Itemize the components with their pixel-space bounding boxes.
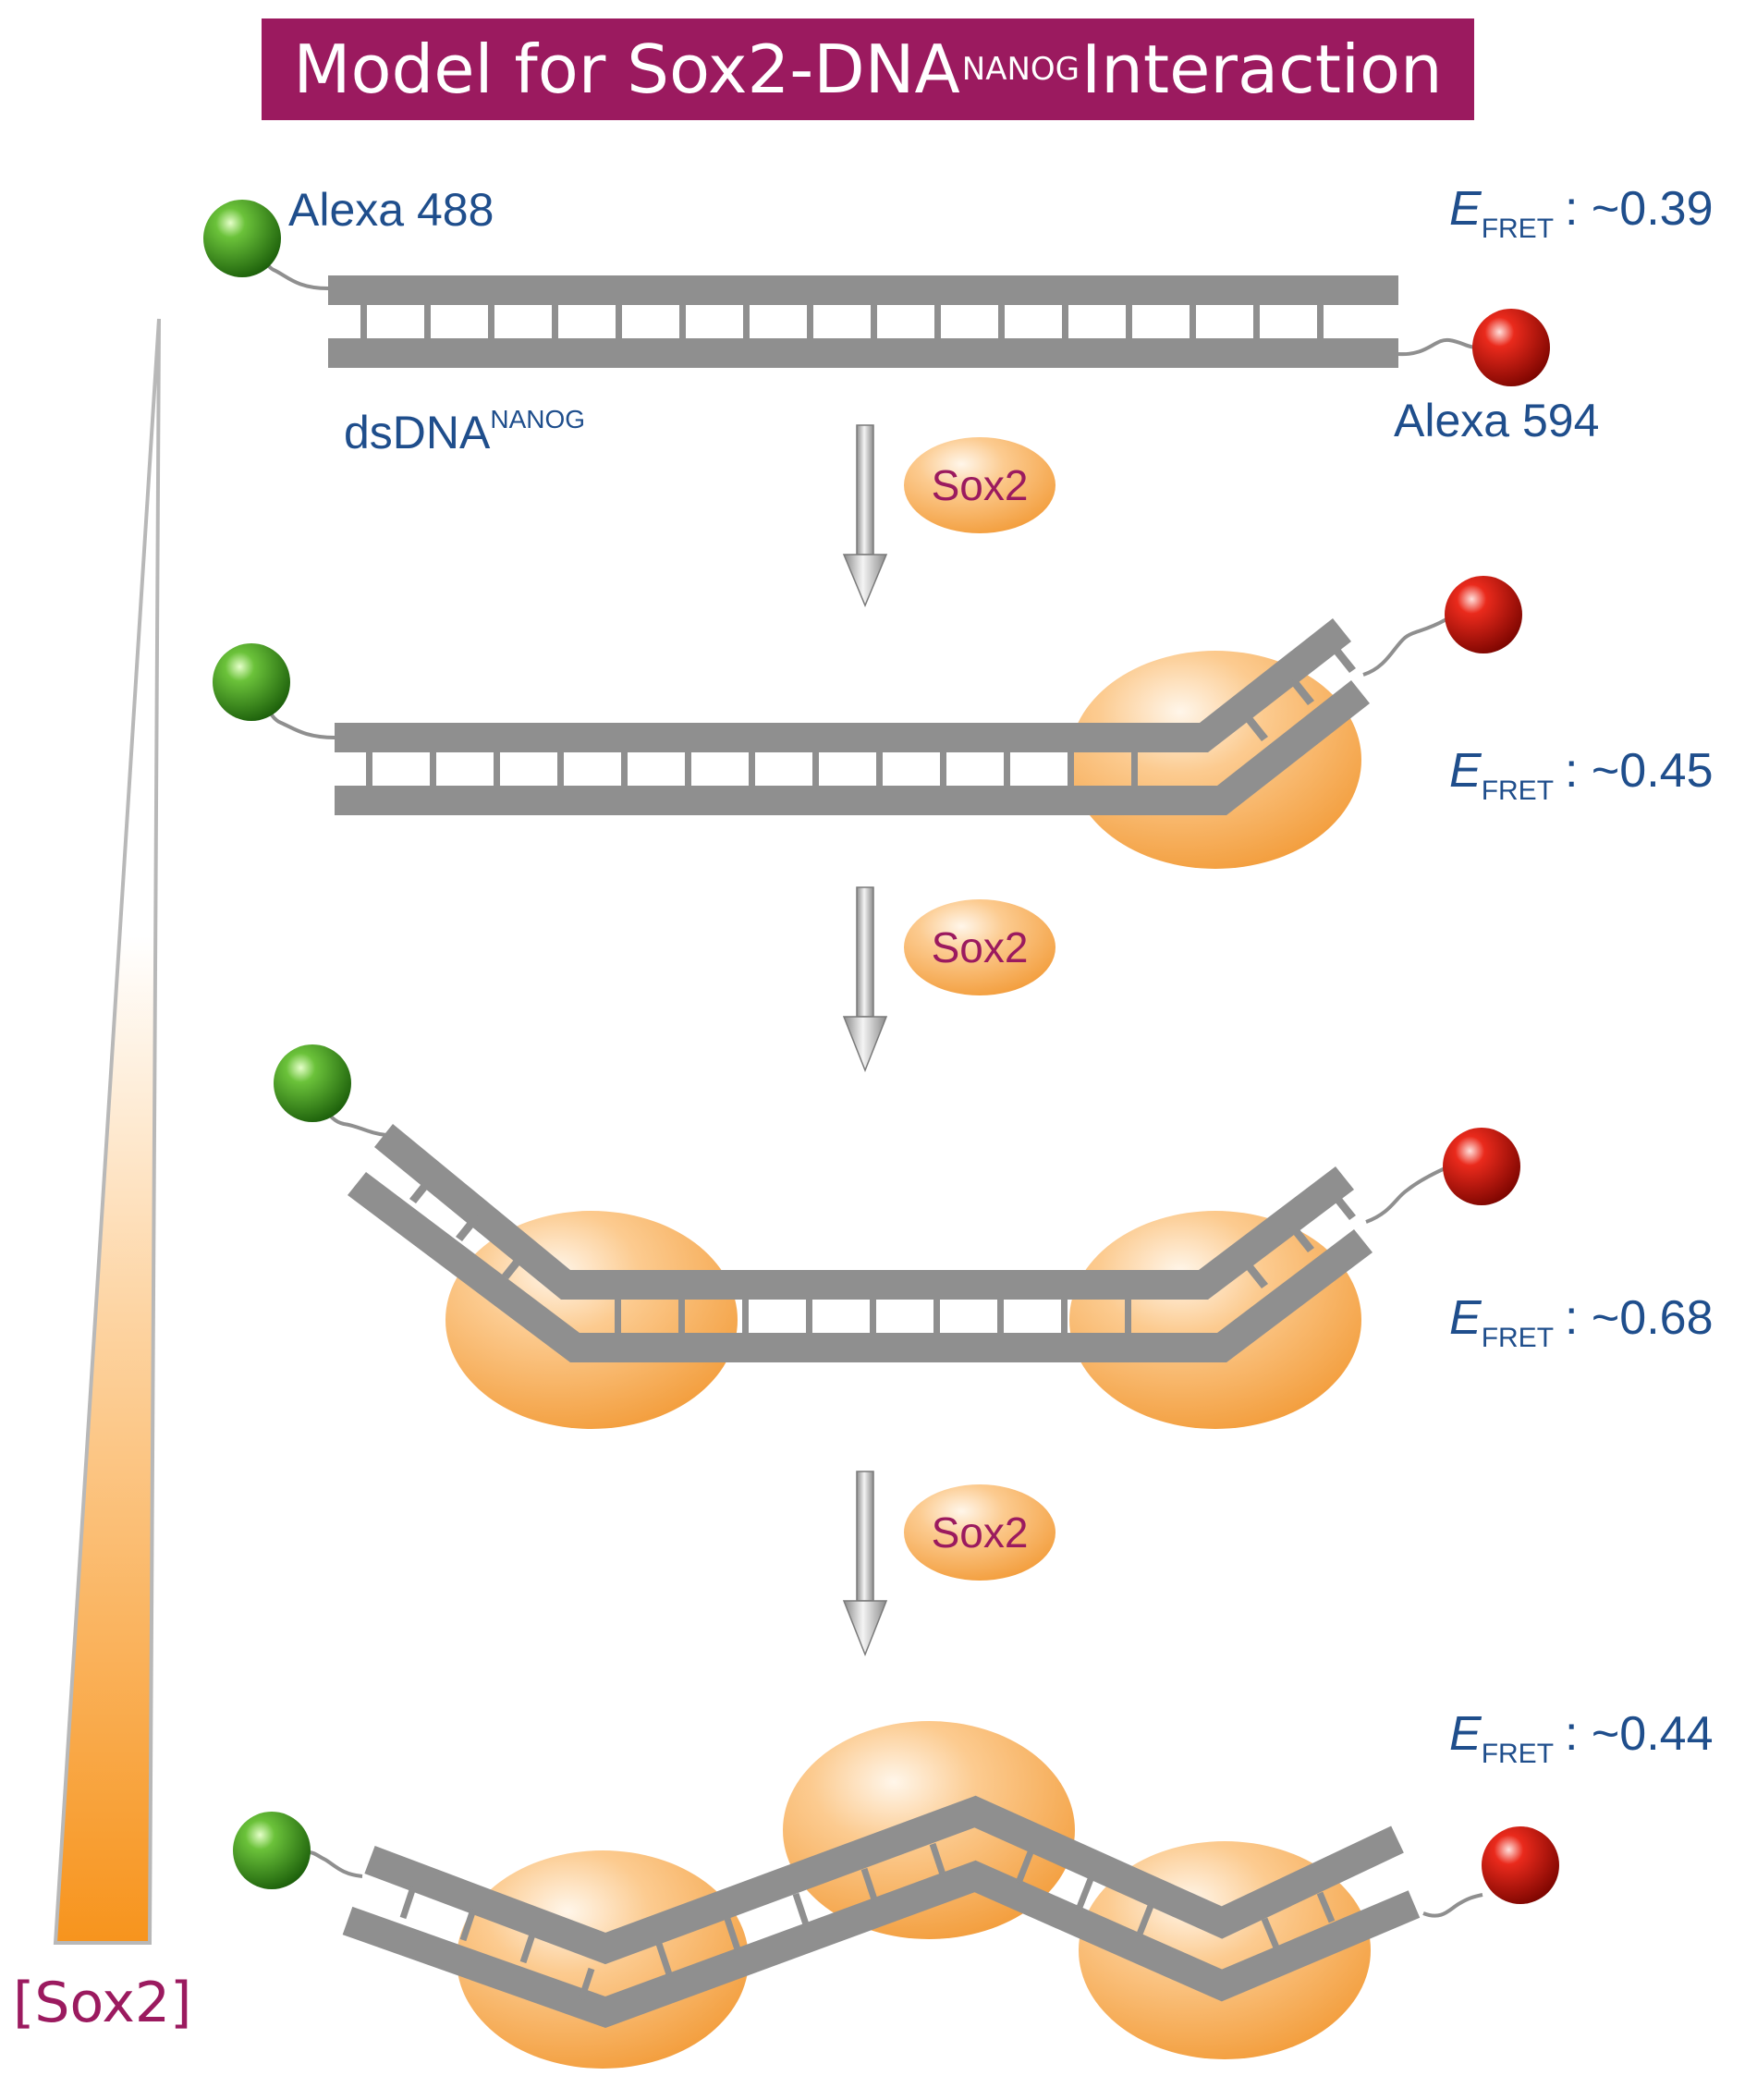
fret-subscript: FRET	[1481, 1739, 1555, 1769]
dna-strand-top	[364, 1795, 1404, 1965]
fret-readout-state-2: EFRET : ~0.45	[1449, 747, 1713, 805]
sox2-protein-left	[445, 1211, 738, 1429]
sox2-addition-1: Sox2	[904, 437, 1055, 533]
sox2-addition-2: Sox2	[904, 899, 1055, 995]
acceptor-fluorophore-red	[1482, 1826, 1559, 1904]
acceptor-linker	[1362, 617, 1447, 677]
acceptor-label: Alexa 594	[1394, 397, 1599, 444]
dna-base-pairs	[366, 645, 1356, 786]
dna-strand-bottom	[328, 338, 1398, 368]
sox2-label: Sox2	[932, 1508, 1029, 1557]
acceptor-fluorophore-red	[1472, 309, 1550, 386]
state-2-one-sox2-bound	[213, 576, 1522, 869]
concentration-gradient-wedge	[53, 318, 161, 1945]
dna-label-superscript: NANOG	[490, 405, 586, 433]
fret-value: : ~0.39	[1565, 182, 1714, 236]
fret-symbol: E	[1449, 1291, 1482, 1345]
fret-subscript: FRET	[1481, 214, 1555, 244]
state-4-three-sox2-bound	[233, 1721, 1559, 2069]
donor-fluorophore-green	[233, 1812, 311, 1889]
acceptor-fluorophore-red	[1445, 576, 1522, 653]
dna-strand-bottom	[342, 1860, 1421, 2029]
fret-subscript: FRET	[1481, 1323, 1555, 1353]
donor-fluorophore-green	[203, 200, 281, 277]
sox2-protein-icon	[904, 899, 1055, 995]
fret-readout-state-3: EFRET : ~0.68	[1449, 1294, 1713, 1352]
dna-duplex	[348, 1124, 1373, 1362]
fret-value: : ~0.44	[1565, 1707, 1714, 1761]
sox2-protein-icon	[904, 437, 1055, 533]
sox2-addition-3: Sox2	[904, 1484, 1055, 1581]
fret-symbol: E	[1449, 1707, 1482, 1761]
fret-readout-state-4: EFRET : ~0.44	[1449, 1710, 1713, 1768]
fret-symbol: E	[1449, 182, 1482, 236]
concentration-label: [Sox2]	[13, 1971, 192, 2035]
fret-readout-state-1: EFRET : ~0.39	[1449, 185, 1713, 243]
donor-label: Alexa 488	[288, 187, 494, 233]
sox2-protein	[1069, 651, 1361, 869]
state-1-free-dna	[203, 200, 1550, 386]
fret-value: : ~0.45	[1565, 744, 1714, 798]
acceptor-fluorophore-red	[1443, 1128, 1520, 1205]
dna-base-pairs	[409, 1176, 1356, 1333]
dna-duplex	[342, 1795, 1421, 2029]
transition-arrow-1	[842, 424, 888, 607]
sox2-protein-icon	[904, 1484, 1055, 1581]
acceptor-label-text: Alexa 594	[1394, 395, 1600, 446]
dna-duplex	[328, 275, 1398, 368]
donor-fluorophore-green	[213, 643, 290, 721]
donor-linker	[308, 1850, 363, 1878]
sox2-protein-right	[1069, 1211, 1361, 1429]
dna-strand-bottom	[335, 680, 1370, 815]
sox2-label: Sox2	[932, 461, 1029, 509]
fret-symbol: E	[1449, 744, 1482, 798]
fret-subscript: FRET	[1481, 775, 1555, 806]
state-3-two-sox2-bound	[274, 1044, 1520, 1429]
dna-base-pairs	[360, 305, 1324, 338]
dna-duplex	[335, 618, 1370, 815]
transition-arrow-3	[842, 1471, 888, 1657]
dna-label: dsDNANANOG	[344, 405, 586, 458]
dna-strand-top	[328, 275, 1398, 305]
acceptor-linker	[1397, 337, 1478, 357]
acceptor-linker	[1422, 1893, 1483, 1918]
dna-base-pairs	[399, 1842, 1336, 2001]
title-main: Model for Sox2-DNA	[293, 31, 960, 108]
title-superscript: NANOG	[961, 51, 1080, 88]
title-suffix: Interaction	[1081, 31, 1443, 108]
dna-label-main: dsDNA	[344, 407, 491, 458]
dna-strand-top	[335, 618, 1351, 752]
acceptor-linker	[1365, 1165, 1450, 1224]
donor-label-text: Alexa 488	[288, 184, 494, 236]
transition-arrow-2	[842, 886, 888, 1073]
sox2-label: Sox2	[932, 923, 1029, 971]
donor-fluorophore-green	[274, 1044, 351, 1122]
fret-value: : ~0.68	[1565, 1291, 1714, 1345]
